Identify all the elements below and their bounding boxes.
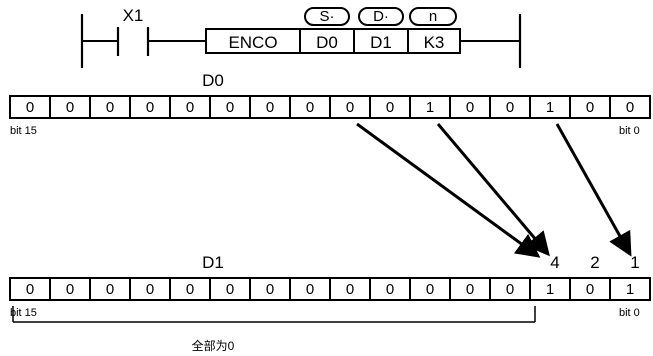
source-bit-4: 0	[466, 99, 474, 116]
dest-msb-label: bit 15	[10, 307, 37, 319]
source-bit-15: 0	[26, 99, 34, 116]
source-bit-8: 0	[306, 99, 314, 116]
source-bit-13: 0	[106, 99, 114, 116]
operand-tag-s: S·	[320, 8, 335, 25]
source-lsb-label: bit 0	[619, 125, 640, 137]
operand-tag-pill-n	[409, 7, 457, 26]
source-bit-2: 1	[546, 99, 554, 116]
operand-tag-n: n	[429, 8, 437, 25]
dest-bit-11: 0	[186, 281, 194, 298]
dest-bit-4: 0	[466, 281, 474, 298]
dest-bit-0: 1	[626, 281, 634, 298]
weight-label-4: 4	[550, 253, 559, 272]
source-bit-9: 0	[266, 99, 274, 116]
instruction-block: ENCO D0 D1 K3	[205, 28, 461, 54]
dest-bit-5: 0	[426, 281, 434, 298]
zero-bits-bracket	[12, 306, 536, 323]
dest-register-label: D1	[202, 253, 224, 272]
source-bit-7: 0	[346, 99, 354, 116]
dest-bit-6: 0	[386, 281, 394, 298]
source-msb-label: bit 15	[10, 125, 37, 137]
source-bit-1: 0	[586, 99, 594, 116]
operand-tag-pill-d	[358, 7, 404, 26]
dest-bit-15: 0	[26, 281, 34, 298]
contact-label: X1	[123, 6, 144, 25]
source-register: 0 0 0 0 0 0 0 0 0 0 1 0 0 1 0 0	[9, 95, 651, 119]
weight-label-1: 1	[630, 253, 639, 272]
operand-count: K3	[424, 33, 445, 52]
operand-tag-d: D·	[373, 8, 389, 25]
operand-source: D0	[316, 33, 338, 52]
source-bit-6: 0	[386, 99, 394, 116]
dest-bit-13: 0	[106, 281, 114, 298]
source-bit-12: 0	[146, 99, 154, 116]
operand-tags: S· D· n	[304, 7, 457, 26]
dest-bit-8: 0	[306, 281, 314, 298]
dest-lsb-label: bit 0	[619, 307, 640, 319]
source-bit-11: 0	[186, 99, 194, 116]
ladder-rung: X1 ENCO D0 D1 K3 S· D· n	[80, 6, 522, 68]
all-zero-note: 全部为0	[192, 338, 235, 353]
encode-arrows	[356, 122, 632, 258]
operand-tag-pill-s	[304, 7, 350, 26]
dest-bit-10: 0	[226, 281, 234, 298]
dest-bit-2: 1	[546, 281, 554, 298]
source-bit-3: 0	[506, 99, 514, 116]
dest-bit-1: 0	[586, 281, 594, 298]
instruction-box	[205, 28, 461, 54]
dest-bit-3: 0	[506, 281, 514, 298]
dest-bit-9: 0	[266, 281, 274, 298]
source-bit-10: 0	[226, 99, 234, 116]
arrow-bit2-to-weight1	[555, 123, 632, 257]
dest-bit-7: 0	[346, 281, 354, 298]
source-register-label: D0	[202, 71, 224, 90]
dest-bit-12: 0	[146, 281, 154, 298]
arrow-bit5-to-weight4	[436, 123, 550, 257]
weight-label-2: 2	[590, 253, 599, 272]
dest-register: 0 0 0 0 0 0 0 0 0 0 0 0 0 1 0 1	[9, 277, 651, 301]
instruction-name: ENCO	[228, 33, 277, 52]
arrow-bit6-to-weight4	[356, 122, 541, 258]
dest-bit-14: 0	[66, 281, 74, 298]
operand-dest: D1	[370, 33, 392, 52]
source-bit-5: 1	[426, 99, 434, 116]
source-bit-0: 0	[626, 99, 634, 116]
source-bit-14: 0	[66, 99, 74, 116]
